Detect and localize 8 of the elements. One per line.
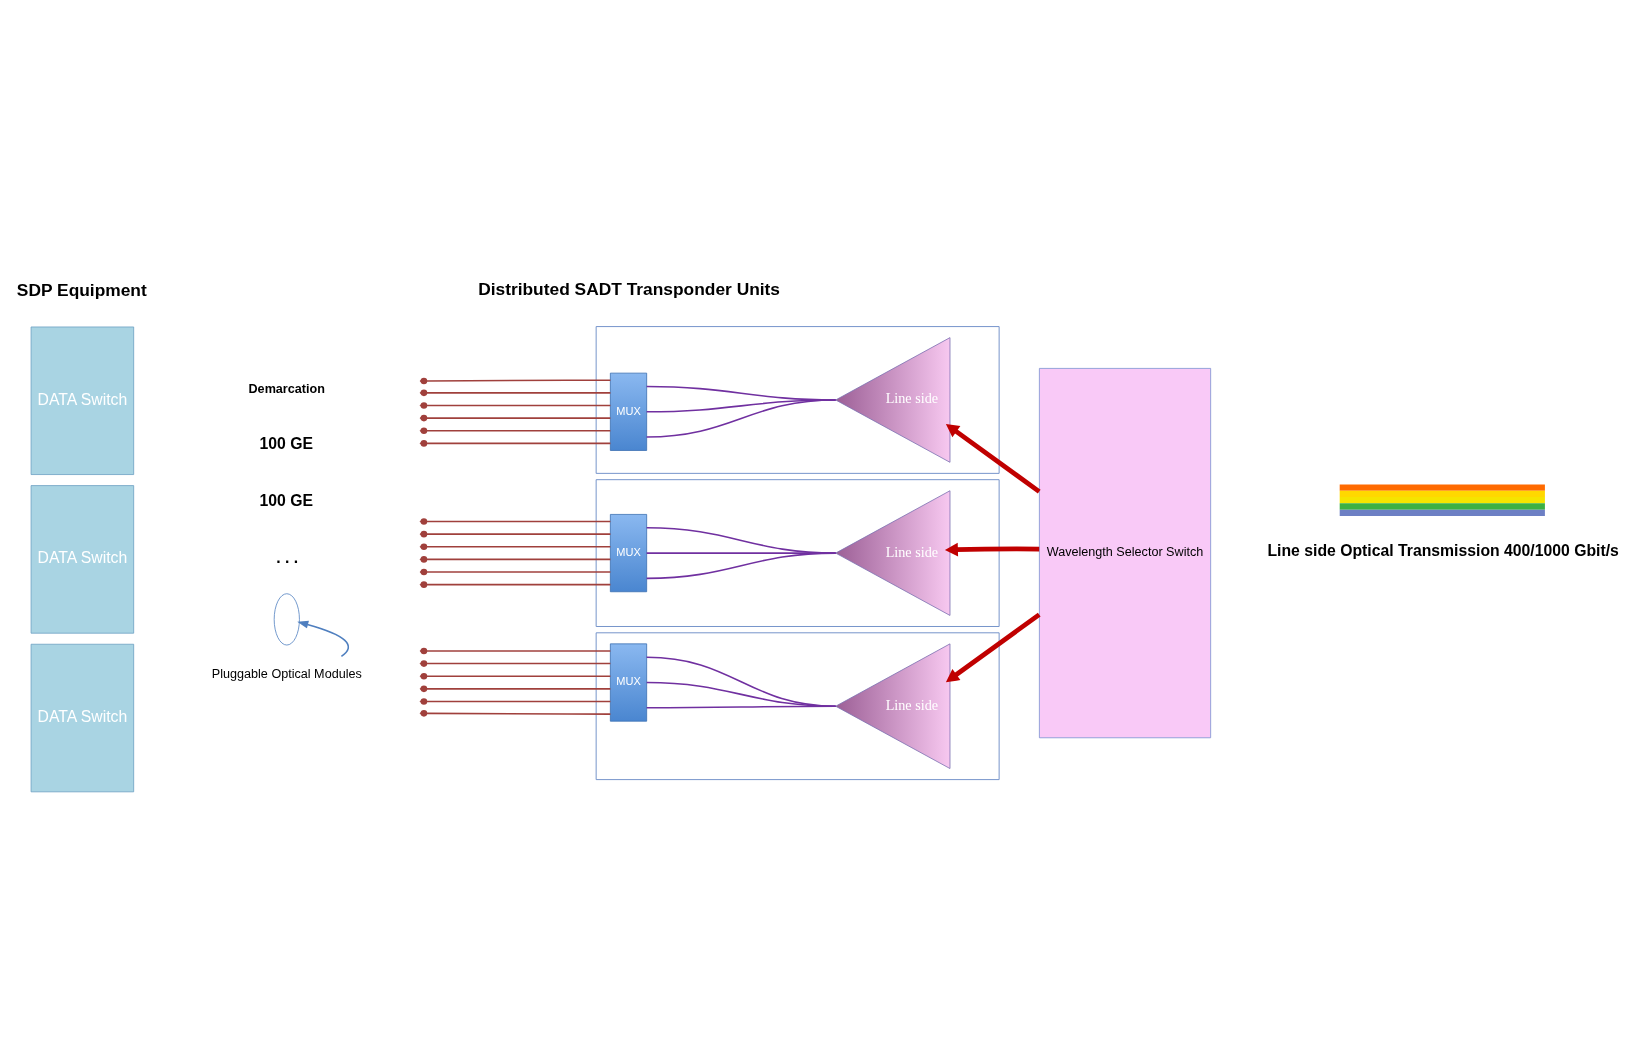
node-text: Pluggable Optical Modules: [211, 666, 362, 681]
label: SDP Equipment: [16, 279, 147, 300]
label: 100 GE: [259, 434, 314, 452]
label: Demarcation: [248, 381, 325, 396]
label: Line side Optical Transmission 400/1000 Gbit/s: [1267, 541, 1619, 559]
label: 100 GE: [259, 491, 314, 509]
label: . . .: [276, 548, 299, 566]
label: Distributed SADT Transponder Units: [478, 278, 781, 299]
